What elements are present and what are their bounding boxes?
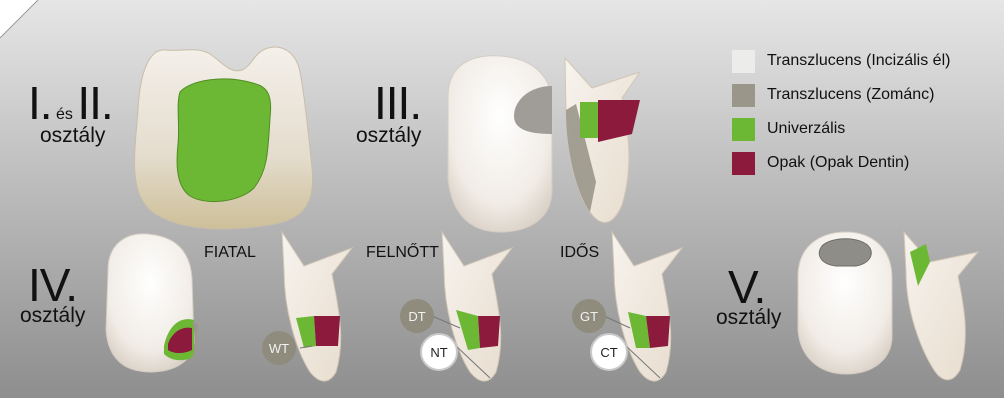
legend-item: Transzlucens (Incizális él) (732, 44, 950, 78)
legend-swatch-opaque (732, 152, 755, 175)
bubble-ct: CT (590, 333, 628, 371)
incisor-front-v (798, 232, 892, 374)
class-1-2-label: I. és II. (28, 80, 113, 126)
class-4-osztaly: osztály (20, 304, 85, 328)
molar-tooth (135, 47, 313, 229)
roman-1: I. (28, 77, 52, 129)
legend-label: Univerzális (767, 120, 845, 138)
stage-idos: IDŐS (560, 244, 599, 262)
roman-2: II. (77, 77, 112, 129)
legend-label: Transzlucens (Zománc) (767, 86, 934, 104)
legend-label: Transzlucens (Incizális él) (767, 52, 950, 70)
incisor-front-iii (448, 56, 552, 232)
bubble-nt: NT (420, 333, 458, 371)
bubble-dt: DT (400, 299, 434, 333)
legend-swatch-incisal (732, 50, 755, 73)
legend-swatch-enamel (732, 84, 755, 107)
stage-felnott: FELNŐTT (366, 244, 439, 262)
class-3-roman: III. (374, 80, 421, 126)
incisor-front-iv (106, 234, 198, 372)
legend-swatch-universal (732, 118, 755, 141)
es-word: és (56, 106, 73, 123)
legend-label: Opak (Opak Dentin) (767, 154, 909, 172)
legend-item: Opak (Opak Dentin) (732, 146, 950, 180)
legend-item: Transzlucens (Zománc) (732, 78, 950, 112)
class-5-osztaly: osztály (716, 306, 781, 330)
class-5-roman: V. (728, 264, 765, 310)
legend-item: Univerzális (732, 112, 950, 146)
class-1-2-osztaly: osztály (40, 124, 105, 148)
bubble-wt: WT (262, 331, 296, 365)
class-4-roman: IV. (28, 262, 77, 308)
legend: Transzlucens (Incizális él) Transzlucens… (732, 44, 950, 180)
stage-fiatal: FIATAL (204, 244, 256, 262)
bubble-gt: GT (572, 299, 606, 333)
class-3-osztaly: osztály (356, 124, 421, 148)
